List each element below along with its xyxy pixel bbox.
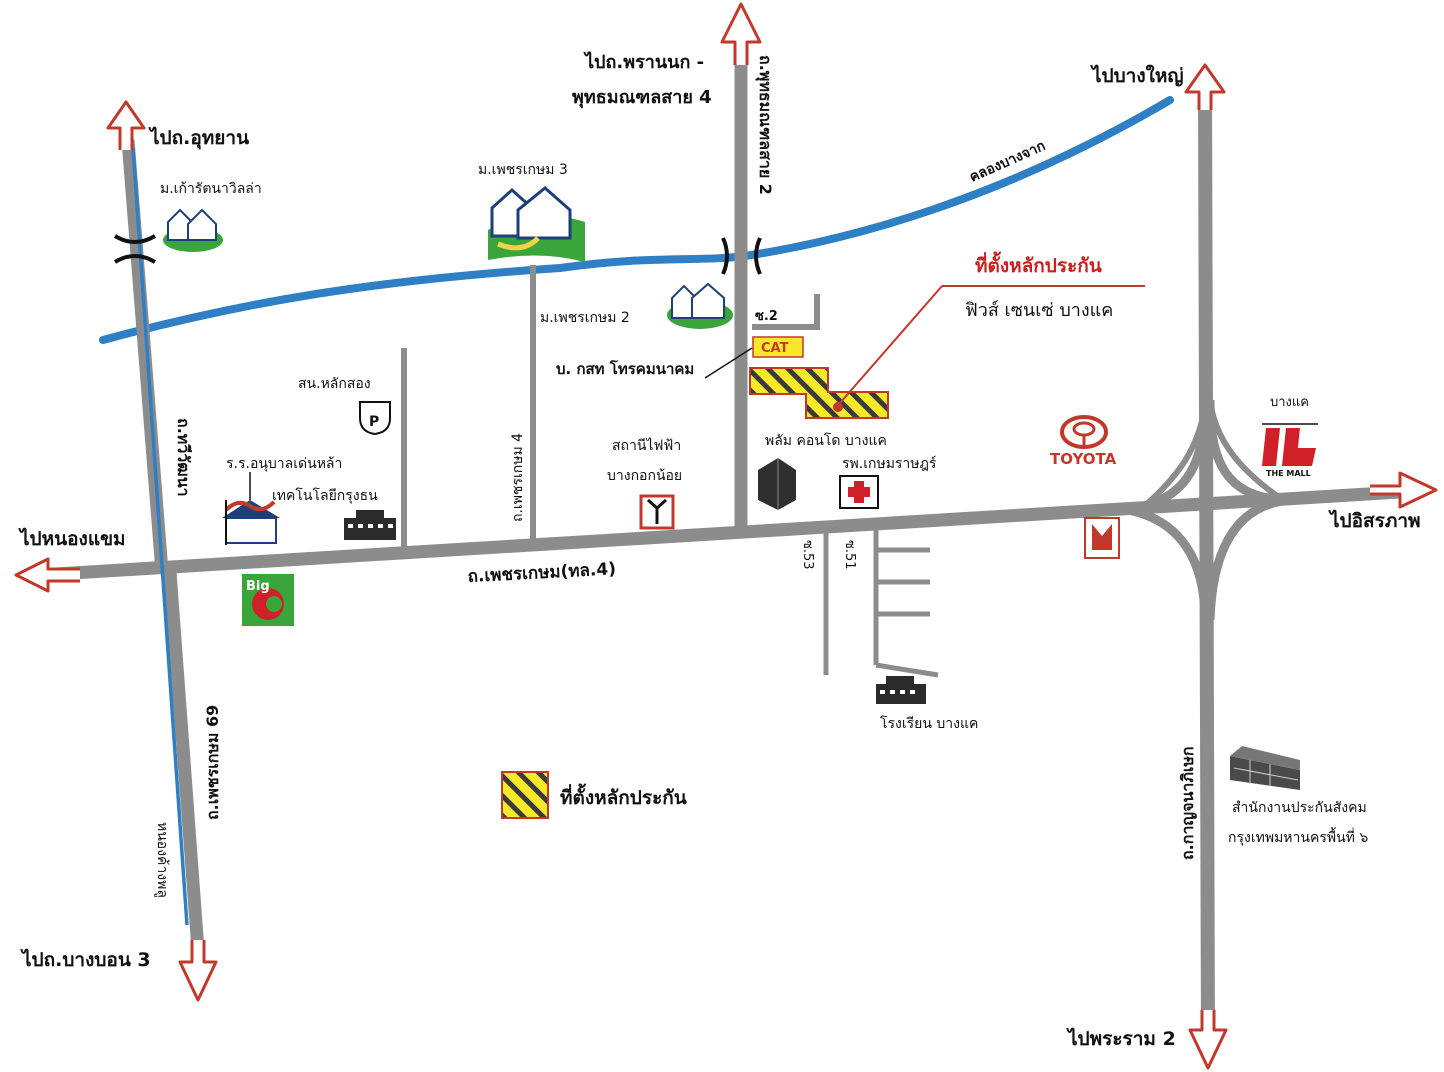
label-substation-1: สถานีไฟฟ้า (612, 437, 681, 454)
cat-logo (752, 336, 804, 358)
police-icon: P (359, 401, 391, 436)
label-road-soi4: ถ.เพชรเกษม 4 (510, 433, 526, 522)
building-icon (876, 676, 926, 704)
label-kindergarten: ร.ร.อนุบาลเด่นหล้า (226, 456, 342, 472)
label-soi53: ซ.53 (800, 540, 815, 570)
label-tech-college: เทคโนโลยีกรุงธน (272, 487, 378, 504)
map-labels: ไปถ.อุทยาน ไปถ.พรานนก - พุทธมณฑลสาย 4 ไป… (18, 51, 1421, 1050)
road-phetkasem (39, 485, 1401, 582)
label-road-kanchanaphisek: ถ.กาญจนาภิเษก (1178, 746, 1198, 860)
label-road-phetkasem: ถ.เพชรเกษม(ทล.4) (467, 559, 616, 587)
label-to-rama2: ไปพระราม 2 (1066, 1027, 1176, 1050)
company-logo (1084, 517, 1120, 559)
label-sso-1: สำนักงานประกันสังคม (1232, 800, 1367, 816)
arrow-up-icon (720, 2, 762, 65)
label-police: สน.หลักสอง (298, 376, 371, 392)
arrow-left-icon (14, 557, 80, 593)
office-building-icon (1230, 746, 1300, 790)
label-big-c: Big (246, 579, 270, 594)
direction-arrows (14, 2, 1438, 1070)
label-village-phet3: ม.เพชรเกษม 3 (478, 162, 568, 178)
legend-swatch (501, 771, 549, 819)
village-icon (667, 282, 733, 329)
label-to-nong-khaem: ไปหนองแขม (18, 527, 126, 550)
hospital-icon (839, 475, 879, 509)
arrow-up-icon (106, 100, 146, 150)
legend-label: ที่ตั้งหลักประกัน (560, 783, 687, 809)
road-kanchanaphisek (1198, 99, 1215, 1041)
condo-icon (758, 458, 796, 510)
label-soi51: ซ.51 (842, 540, 857, 570)
label-to-phutthamonthon: พุทธมณฑลสาย 4 (572, 87, 712, 109)
label-village-phet2: ม.เพชรเกษม 2 (540, 310, 630, 326)
label-sso-2: กรุงเทพมหานครพื้นที่ ๖ (1228, 827, 1368, 846)
label-cat-company: บ. กสท โทรคมนาคม (556, 359, 694, 378)
label-road-soi69: ถ.เพชรเกษม 69 (203, 705, 222, 820)
collateral-plot (749, 367, 889, 419)
label-collateral-name: ฟิวส์ เซนเซ่ บางแค (965, 300, 1113, 321)
arrow-up-icon (1184, 63, 1226, 110)
big-c-logo (242, 574, 294, 626)
label-to-issaraphap: ไปอิสรภาพ (1328, 509, 1421, 532)
label-road-phutthamonthon2: ถ.พุทธมณฑลสาย 2 (755, 55, 775, 195)
power-station-icon (639, 494, 675, 530)
label-school: โรงเรียน บางแค (880, 715, 978, 732)
canal-bang-chak (99, 96, 1174, 344)
label-to-phranok: ไปถ.พรานนก - (583, 51, 704, 73)
building-icon (344, 510, 396, 540)
label-collateral-title: ที่ตั้งหลักประกัน (975, 251, 1102, 277)
arrow-down-icon (178, 940, 218, 1002)
road-network (39, 45, 1401, 1041)
the-mall-logo (1262, 423, 1318, 466)
label-substation-2: บางกอกน้อย (607, 468, 682, 484)
label-road-nong-khang-phlu: หนองค้างพลู (154, 822, 170, 898)
village-icon (488, 186, 585, 262)
label-cat-logo: CAT (761, 341, 789, 356)
label-to-uthayan: ไปถ.อุทยาน (148, 126, 249, 150)
label-hospital: รพ.เกษมราษฎร์ (842, 455, 937, 472)
label-toyota: TOYOTA (1050, 450, 1117, 468)
arrow-down-icon (1188, 1010, 1228, 1070)
village-icon (163, 208, 223, 252)
bridge-icon (113, 234, 762, 275)
arrow-right-icon (1370, 471, 1438, 509)
label-soi2: ซ.2 (755, 309, 778, 324)
label-road-thawi-watthana: ถ.ทวีวัฒนา (174, 418, 193, 497)
label-mall-branch: บางแค (1270, 395, 1309, 410)
svg-text:P: P (369, 414, 379, 430)
label-mall-name: THE MALL (1266, 469, 1311, 478)
label-to-bang-yai: ไปบางใหญ่ (1090, 64, 1184, 87)
road-soi69 (163, 571, 205, 951)
label-condo: พลัม คอนโด บางแค (765, 432, 887, 449)
toyota-logo (1060, 415, 1108, 449)
school-icon (222, 500, 280, 545)
label-to-bang-bon: ไปถ.บางบอน 3 (20, 948, 151, 971)
label-village-kaoratana: ม.เก้ารัตนาวิลล่า (160, 181, 262, 197)
